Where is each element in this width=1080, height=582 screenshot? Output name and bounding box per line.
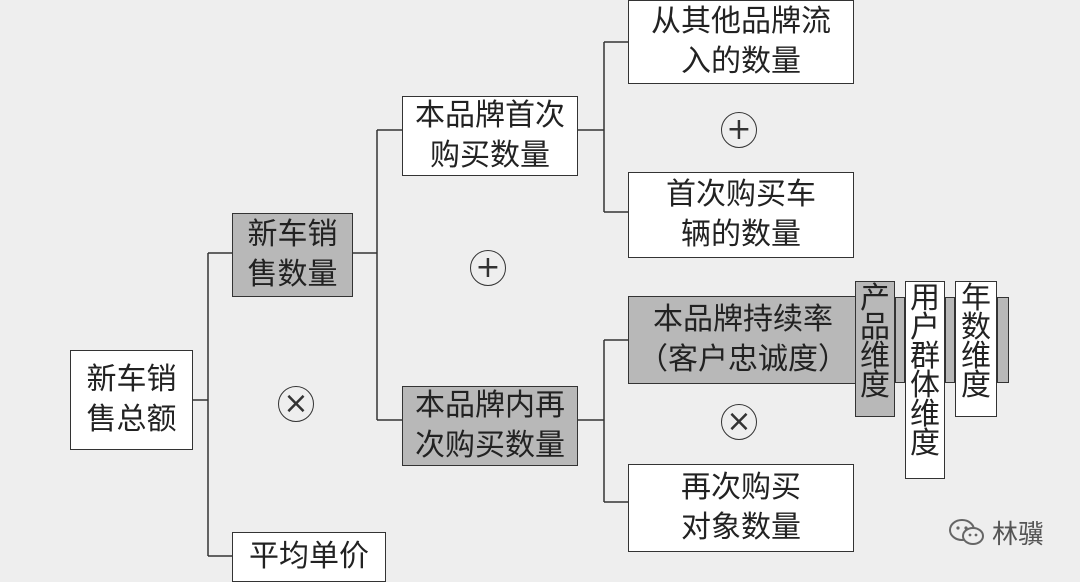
plus-operator-first-buy: + bbox=[721, 112, 757, 148]
dimension-user-group-label: 用户群体维度 bbox=[910, 281, 940, 461]
dimension-user-group: 用户群体维度 bbox=[905, 281, 945, 479]
node-average-price: 平均单价 bbox=[232, 532, 386, 582]
node-brand-retention: 本品牌持续率 （客户忠诚度） bbox=[628, 296, 858, 384]
connector-repeat-buy bbox=[578, 339, 628, 503]
dimension-user-back bbox=[945, 297, 955, 383]
wechat-icon bbox=[949, 518, 984, 545]
dimension-product: 产品维度 bbox=[855, 281, 895, 417]
multiply-operator-root: × bbox=[278, 386, 314, 422]
node-repeat-purchase: 本品牌内再 次购买数量 bbox=[402, 386, 578, 466]
dimension-year-label: 年数维度 bbox=[961, 281, 991, 403]
watermark-text: 林骥 bbox=[992, 520, 1045, 550]
dimension-product-label: 产品维度 bbox=[860, 281, 890, 403]
node-first-car: 首次购买车 辆的数量 bbox=[628, 172, 854, 258]
connector-volume bbox=[353, 129, 402, 421]
watermark: 林骥 bbox=[948, 514, 1044, 551]
node-root: 新车销 售总额 bbox=[70, 350, 193, 450]
node-repeat-target: 再次购买 对象数量 bbox=[628, 464, 854, 552]
multiply-operator-repeat: × bbox=[721, 404, 757, 440]
node-sales-volume: 新车销 售数量 bbox=[232, 213, 353, 297]
dimension-year-back bbox=[997, 297, 1009, 383]
dimension-year: 年数维度 bbox=[955, 281, 997, 417]
connector-first-buy bbox=[578, 41, 628, 213]
connector-root bbox=[193, 252, 232, 557]
node-first-purchase: 本品牌首次 购买数量 bbox=[402, 96, 578, 176]
dimension-product-back bbox=[895, 297, 905, 383]
plus-operator-volume: + bbox=[470, 250, 506, 286]
node-from-other-brands: 从其他品牌流 入的数量 bbox=[628, 0, 854, 84]
